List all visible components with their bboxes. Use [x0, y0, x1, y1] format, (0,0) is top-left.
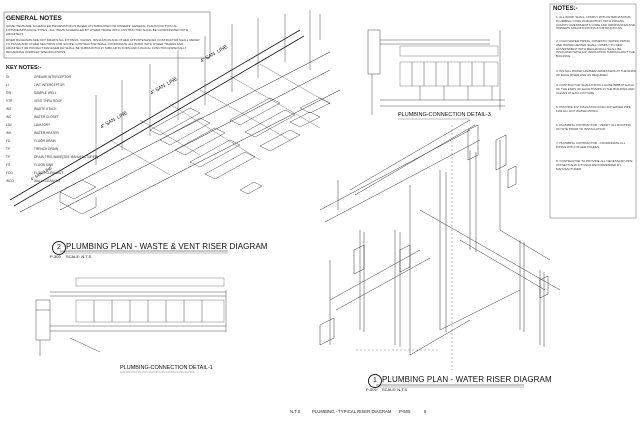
key-note-code: WCO [6, 179, 14, 183]
key-note-code: FS [6, 163, 11, 167]
key-note-label: LINT INTERCEPTOR [34, 83, 65, 87]
key-note-code: TP [6, 147, 11, 151]
general-notes-title: GENERAL NOTES [6, 15, 62, 22]
general-note-line: ARCHITECT OR PROJECT MANAGER OR SHALL BE… [6, 46, 187, 50]
key-note-row: LI LINT INTERCEPTOR [6, 83, 65, 87]
waste-main-pipes [9, 29, 341, 219]
key-note-code: LAV [6, 123, 12, 127]
note-item: 5. PROVIDE 3/4" INSULATION FOR HOT WATER… [556, 105, 631, 113]
key-note-row: WH WATER HEATER [6, 131, 59, 135]
key-note-label: SAMPLE WELL [34, 91, 57, 95]
general-note-line: ARCHITECT. [6, 32, 24, 36]
key-note-row: SW SAMPLE WELL [6, 91, 57, 95]
key-note-label: FLOOR SINK [34, 163, 54, 167]
key-note-row: WS WASTE STACK [6, 107, 57, 111]
key-note-label: VENT THRU ROOF [34, 99, 63, 103]
note-item: 7. PLUMBING CONTRACTOR - COORDINATE ALL … [556, 141, 626, 149]
key-note-label: LAVATORY [34, 123, 51, 127]
diagram-title: PLUMBING PLAN - WASTE & VENT RISER DIAGR… [66, 242, 268, 251]
general-note-line: FIXTURE/APPLIANCE TYPES - ALL ITEMS SCHE… [6, 28, 189, 32]
key-note-row: WCO WALL CLEANOUT [6, 179, 61, 183]
diagram-title: PLUMBING PLAN - WATER RISER DIAGRAM [382, 375, 552, 384]
key-note-code: GI [6, 75, 10, 79]
key-note-code: LI [6, 83, 9, 87]
diagram-sheet-ref: P-505 [50, 254, 61, 259]
key-note-row: WC WATER CLOSET [6, 115, 59, 119]
note-item: 3. INSTALL WATER HAMMER ARRESTERS AT THE… [556, 69, 636, 77]
detail3-caption: PLUMBING-CONNECTION DETAIL-3 [398, 112, 491, 118]
key-note-label: FLOOR CLEANOUT [34, 171, 64, 175]
title-block-rev: 8 [424, 409, 427, 414]
detail1-linework [35, 277, 227, 356]
vent-risers [95, 10, 321, 165]
key-note-label: DRAIN TRIG.WAVE(SEE MANUFACTURER) [34, 155, 99, 159]
key-note-label: FLOOR DRAIN [34, 139, 56, 143]
key-note-row: LAV LAVATORY [6, 123, 51, 127]
key-note-code: WC [6, 115, 12, 119]
diagram-number-badge: 2 [52, 241, 66, 255]
key-note-label: WALL CLEANOUT [34, 179, 61, 183]
key-note-label: WATER CLOSET [34, 115, 59, 119]
note-item: 8. CONTRACTOR TO PROVIDE ALL NECESSARY P… [556, 159, 633, 171]
diagram-scale: SCALE: N.T.S [66, 254, 92, 259]
key-note-code: WS [6, 107, 12, 111]
note-item: 4. CONTRACTOR SHALL INSTALL HOSE BIBB AT… [556, 83, 635, 95]
key-notes-title: KEY NOTES:- [6, 65, 42, 71]
note-item: 2. COLD WATER PIPING, DOMESTIC WATER PIP… [556, 39, 635, 59]
general-note-line: SOME ITEMS ARE SCHEDULED INFORMATION IS … [6, 24, 178, 28]
detail1-caption: PLUMBING-CONNECTION DETAIL-1 [120, 365, 213, 371]
fixture-blocks [59, 97, 331, 215]
key-note-label: WASTE STACK [34, 107, 57, 111]
key-note-row: TP TRENCH DRAIN [6, 147, 59, 151]
general-note-line: RISER DIAGRAMS ARE NOT DRAWN ALL FITTING… [6, 38, 200, 42]
key-note-code: TP [6, 155, 11, 159]
title-block-title: PLUMBING - TYPICAL RISER DIAGRAM [312, 409, 392, 414]
diagram-number-badge: 1 [368, 374, 382, 388]
key-note-code: SW [6, 91, 12, 95]
general-note-line: REGARDING COMPLEX SPECIFICATIONS. [6, 50, 67, 54]
key-note-code: VTR [6, 99, 13, 103]
key-note-label: TRENCH DRAIN [34, 147, 59, 151]
key-note-code: FCO [6, 171, 13, 175]
title-block-scale: N.T.S [290, 409, 301, 414]
key-note-code: FD [6, 139, 11, 143]
key-note-row: VTR VENT THRU ROOF [6, 99, 63, 103]
key-note-row: GI GREASE INTERCEPTOR [6, 75, 71, 79]
diagram-scale: SCALE: N.T.S [382, 387, 408, 392]
title-block-sheet: P-505 [399, 409, 411, 414]
key-note-row: FS FLOOR SINK [6, 163, 54, 167]
key-note-label: WATER HEATER [34, 131, 59, 135]
key-note-row: TP DRAIN TRIG.WAVE(SEE MANUFACTURER) [6, 155, 99, 159]
note-item: 6. PLUMBING CONTRACTOR - VERIFY ALL ROUT… [556, 123, 631, 131]
note-item: 1. ALL WORK SHALL COMPLY WITH INTERNATIO… [556, 15, 635, 31]
key-note-code: WH [6, 131, 12, 135]
notes-title: NOTES:- [553, 6, 578, 12]
key-note-row: FD FLOOR DRAIN [6, 139, 56, 143]
general-note-line: TO PLANS AND OTHER SECTIONS FOR SCOPE. C… [6, 42, 184, 46]
water-riser-dashed [356, 125, 453, 370]
diagram-sheet-ref: P-505 [366, 387, 377, 392]
key-note-label: GREASE INTERCEPTOR [34, 75, 71, 79]
water-riser-linework [319, 119, 561, 356]
key-note-row: FCO FLOOR CLEANOUT [6, 171, 64, 175]
detail3-linework [367, 29, 505, 115]
